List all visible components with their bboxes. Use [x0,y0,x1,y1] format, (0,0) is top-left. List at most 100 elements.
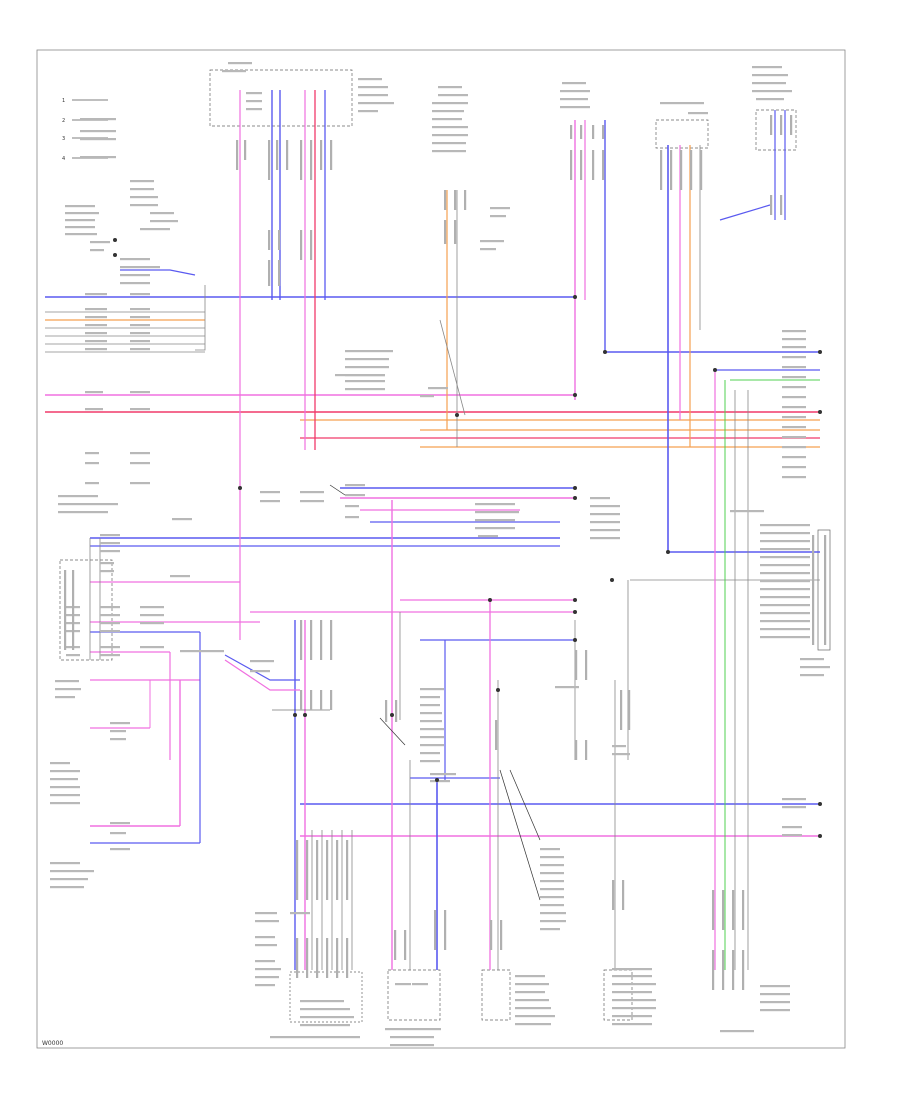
wire-label-mark [760,604,790,607]
wire-label-mark [85,324,107,327]
wire-label-mark [660,150,663,190]
wire-label-mark [316,938,319,978]
legend-mark-3: 3 [62,136,65,142]
wire-label-mark [585,740,588,760]
wire-label-mark [590,529,620,532]
wire-label-mark [345,358,389,361]
wire-label-mark [432,118,462,121]
wire-label-mark [306,938,309,978]
wire-label-mark [310,620,313,660]
wire-label-mark [130,452,150,455]
wire-label-mark [480,248,496,251]
splice-dot [818,410,822,414]
wire-label-mark [420,704,440,707]
wire-label-mark [130,308,150,311]
wire-label-mark [306,840,309,900]
wire-label-mark [260,491,280,494]
wire-layer [45,90,820,970]
wire-label-mark [680,150,683,190]
wire-bend [439,319,466,416]
wire-label-mark [130,316,150,319]
wire-label-mark [80,138,116,141]
wire-label-mark [782,346,806,349]
wire-label-mark [515,991,545,994]
wire-label-mark [790,588,810,591]
splice-dot [573,638,577,642]
wire-label-mark [760,532,790,535]
wire-label-mark [782,396,806,399]
wire-label-mark [246,100,262,103]
splice-dot [666,550,670,554]
wire-label-mark [760,548,790,551]
wire-label-mark [590,537,620,540]
wire-label-mark [100,630,120,633]
wire-label-mark [782,356,806,359]
wire-label-mark [790,604,810,607]
wire-label-mark [612,999,656,1002]
wire-label-mark [358,94,388,97]
wire-label-mark [490,215,506,218]
wire-label-mark [782,806,806,809]
wire-label-mark [490,920,493,950]
splice-dot [455,413,459,417]
label-layer [50,62,830,1047]
wire-label-mark [540,896,564,899]
wire-label-mark [130,332,150,335]
wire-label-mark [742,950,745,990]
right-connector-block [817,529,831,651]
wire-label-mark [760,628,790,631]
wire-label-mark [800,674,824,677]
bottom-module-left [289,971,363,1023]
wire-label-mark [300,1000,344,1003]
wire-label-mark [454,190,457,210]
wire-label-mark [236,140,239,170]
wire-label-mark [100,646,120,649]
wire-label-mark [255,920,279,923]
wire-label-mark [65,205,95,208]
wire-label-mark [730,510,764,513]
wire-label-mark [602,125,605,139]
wire-label-mark [790,532,810,535]
wire-label-mark [782,406,806,409]
wire-label-mark [560,98,588,101]
wire-label-mark [300,491,324,494]
wire-label-mark [540,928,560,931]
wire-label-mark [670,150,673,190]
wire-label-mark [790,612,810,615]
wire-label-mark [612,991,652,994]
wire-label-mark [540,904,564,907]
wire-label-mark [420,752,440,755]
wire-label-mark [345,484,365,487]
wire-label-mark [752,74,788,77]
wire-label-mark [732,950,735,990]
splice-dot [573,295,577,299]
wire-label-mark [130,340,150,343]
wire-label-mark [420,760,440,763]
wire-label-mark [420,688,444,691]
wire-label-mark [66,654,80,657]
wire-label-mark [438,94,468,97]
wire-label-mark [276,140,279,170]
wire-label-mark [85,316,107,319]
wire-label-mark [782,416,806,419]
wire-label-mark [50,778,78,781]
splice-dot [435,778,439,782]
splice-dot [496,688,500,692]
wire-label-mark [345,494,365,497]
wire-label-mark [444,910,447,950]
wire-label-mark [65,226,95,229]
splice-dot [713,368,717,372]
wire-label-mark [540,888,564,891]
wire-label-mark [824,535,827,645]
wire-label-mark [592,125,595,139]
wire-label-mark [404,930,407,960]
wire-label-mark [150,212,174,215]
wire-label-mark [172,518,192,521]
wire-label-mark [244,140,247,160]
wire-label-mark [346,938,349,978]
wire-label-mark [444,190,447,210]
wire-label-mark [782,798,806,801]
wire-label-mark [310,230,313,260]
wire-label-mark [782,466,806,469]
